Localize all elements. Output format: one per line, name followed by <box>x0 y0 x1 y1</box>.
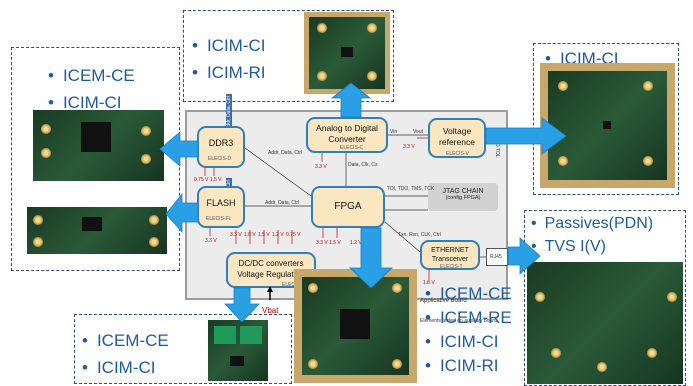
top-right-panel <box>533 43 679 195</box>
adc-label: Analog to Digital Converter <box>316 123 378 144</box>
fpga-voltage: 3.3 V 1.5 V <box>316 240 341 246</box>
ethernet-block: ETHERNET Transceiver ELECIS-T <box>420 240 480 270</box>
vref-sub: ELECIS-V <box>446 151 469 157</box>
jtag-label: JTAG CHAIN <box>442 188 484 195</box>
dcdc-arrow <box>224 287 260 323</box>
dcdc-board-photo <box>208 320 268 381</box>
vref-voltage: 3.3 V <box>403 144 415 150</box>
top-left-list: ICEM-CE ICIM-CI <box>48 62 135 116</box>
ddr3-label: DDR3 <box>208 138 234 148</box>
bottom-left-panel <box>74 314 292 384</box>
rj45-connector: RJ45 <box>486 248 508 266</box>
rail-voltage: 3.3 V <box>230 232 242 238</box>
list-item: Passives(PDN) <box>531 212 653 235</box>
passives-board-photo <box>527 262 683 384</box>
dcdc-label: DC/DC converters Voltage Regulators <box>237 259 305 279</box>
adc-voltage: 3.3 V <box>315 164 327 170</box>
list-item: ICEM-CE <box>48 62 135 89</box>
adc-board-photo <box>304 12 390 94</box>
ethernet-arrow <box>507 237 541 275</box>
top-center-panel <box>183 10 394 102</box>
vout-signal: Vout <box>413 129 424 135</box>
rj45-label: RJ45 <box>490 254 502 260</box>
flash-board-photo <box>27 207 167 254</box>
adc-arrow <box>330 82 372 118</box>
fpga-block: FPGA <box>311 186 385 228</box>
ethernet-sub: ELECIS-T <box>440 264 463 270</box>
vin-signal: Vin <box>390 129 398 135</box>
adc-bus-signal: Data, Clk, Cs <box>348 162 378 168</box>
vref-label: Voltage reference <box>439 126 475 147</box>
list-item: ICEM-CE <box>82 327 169 354</box>
flash-voltage: 3.3 V <box>205 238 217 244</box>
addr-signal-1: Addr, Data, Ctrl <box>268 150 303 156</box>
list-item: ICIM-RI <box>425 354 512 378</box>
vref-block: Voltage reference ELECIS-V <box>428 118 486 158</box>
list-item: ICIM-CI <box>192 32 266 59</box>
flash-label: FLASH <box>206 198 236 208</box>
vref-arrow <box>485 117 567 155</box>
list-item: ICIM-CI <box>48 89 135 116</box>
rail-voltage: 1.8 V <box>244 232 256 238</box>
list-item: ICIM-CI <box>82 354 169 381</box>
ethernet-label: ETHERNET Transceiver <box>431 247 469 263</box>
rail-voltage: 0.75 V <box>286 232 301 238</box>
fpga-arrow <box>349 227 393 289</box>
bottom-left-list: ICEM-CE ICIM-CI <box>82 327 169 381</box>
adc-block: Analog to Digital Converter ELECIS-C <box>306 117 388 153</box>
fpga-board-photo <box>294 269 417 383</box>
flash-block: FLASH ELECIS-FL <box>197 186 245 228</box>
ddr3-sub: ELECIS-D <box>208 156 232 162</box>
jtag-sub: (config FPGA) <box>445 195 481 201</box>
dcdc-sub: ELECIS <box>282 282 300 288</box>
rail-voltage: 1.2 V <box>272 232 284 238</box>
addr-signal-2: Addr, Data, Ctrl <box>265 200 300 206</box>
eth-bus-signal: Txn, Rxn, CLK, Ctrl <box>398 232 442 238</box>
fpga-voltage-2: 1.2 V <box>350 240 362 246</box>
jtag-block: JTAG CHAIN (config FPGA) <box>428 183 498 211</box>
list-item: ICIM-RI <box>192 59 266 86</box>
list-item: ICIM-CI <box>425 330 512 354</box>
bottom-center-list: ICEM-CE ICEM-RE ICIM-CI ICIM-RI <box>425 282 512 378</box>
flash-arrow <box>165 192 199 234</box>
list-item: ICEM-RE <box>425 306 512 330</box>
flash-sub: ELECIS-FL <box>206 216 232 222</box>
top-center-list: ICIM-CI ICIM-RI <box>192 32 266 86</box>
ddr3-arrow <box>159 131 199 167</box>
rail-voltage: 1.5 V <box>258 232 270 238</box>
vref-board-photo <box>540 63 675 188</box>
list-item: ICEM-CE <box>425 282 512 306</box>
fpga-label: FPGA <box>334 201 362 212</box>
right-list: Passives(PDN) TVS I(V) <box>531 212 653 258</box>
adc-sub: ELECIS-C <box>340 145 364 151</box>
jtag-bus-signal: TDI, TDO, TMS, TCK <box>387 186 435 192</box>
ddr3-voltage: 0.75 V 1.5 V <box>194 177 222 183</box>
list-item: TVS I(V) <box>531 235 653 258</box>
ddr3-board-photo <box>33 110 164 181</box>
vbat-label: Vbat <box>262 306 279 315</box>
